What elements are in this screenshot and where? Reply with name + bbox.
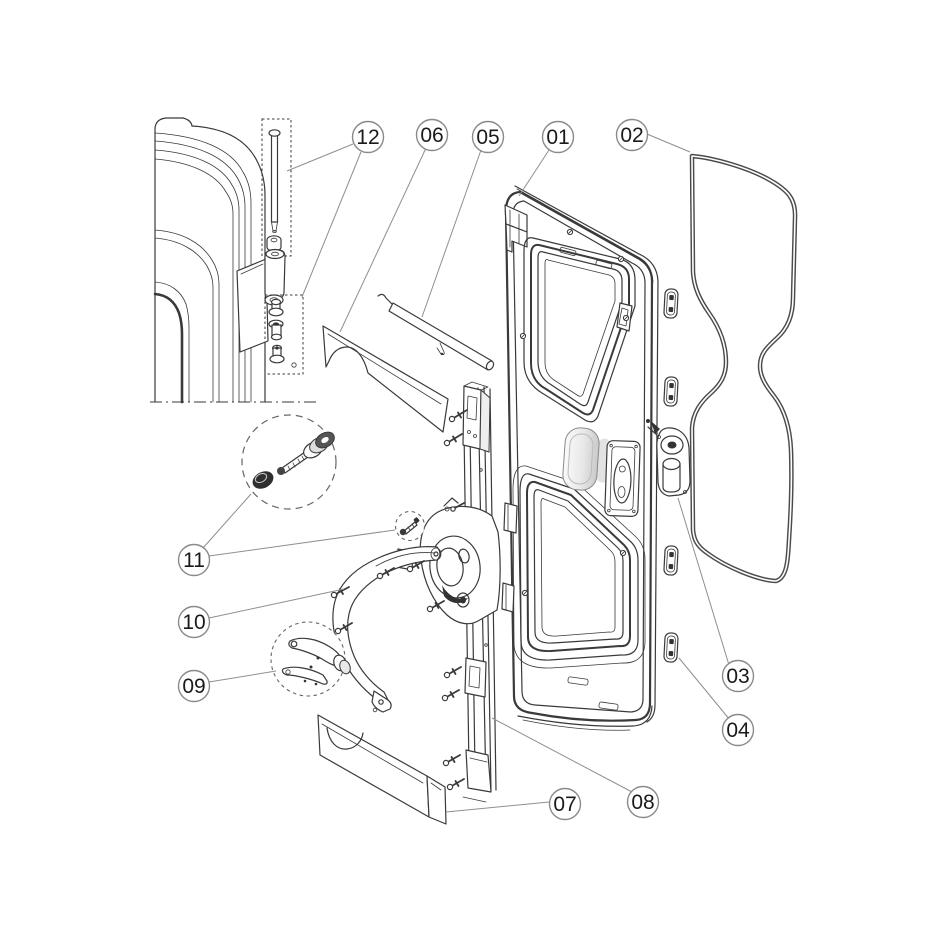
svg-text:09: 09 (182, 675, 205, 698)
interior-lock-panel (604, 440, 641, 517)
svg-text:01: 01 (546, 126, 569, 149)
svg-text:03: 03 (726, 665, 749, 688)
callout-09[interactable]: 09 (177, 669, 211, 703)
svg-text:04: 04 (726, 719, 750, 742)
lock-rail (462, 381, 497, 803)
callout-balloons: 12 06 05 01 02 11 10 09 03 04 07 08 (177, 118, 755, 821)
grab-handle (332, 546, 442, 713)
door-frame-corner-reference (150, 117, 318, 404)
svg-text:08: 08 (631, 791, 654, 814)
support-rod (377, 293, 495, 371)
callout-01[interactable]: 01 (541, 120, 575, 154)
callout-10[interactable]: 10 (177, 605, 211, 639)
callout-05[interactable]: 05 (471, 120, 505, 154)
screw-detail (394, 510, 426, 542)
fastener-kit (241, 414, 337, 510)
svg-text:11: 11 (183, 549, 205, 572)
upper-window-opening (523, 237, 636, 423)
svg-text:10: 10 (182, 611, 205, 634)
callout-07[interactable]: 07 (548, 787, 582, 821)
door-panel (501, 185, 659, 731)
callout-12[interactable]: 12 (351, 120, 385, 154)
door-seal (689, 153, 798, 584)
svg-text:07: 07 (553, 793, 576, 816)
leader-lines (202, 133, 731, 813)
hinge-blocks (663, 288, 679, 663)
svg-text:05: 05 (476, 126, 499, 149)
callout-06[interactable]: 06 (415, 118, 449, 152)
hinge-pin-kit (236, 118, 304, 375)
lower-trim (317, 714, 447, 825)
callout-11[interactable]: 11 (177, 543, 211, 577)
callout-03[interactable]: 03 (721, 659, 755, 693)
latch-lever-kit (270, 621, 351, 697)
mounting-screws (330, 409, 468, 791)
svg-text:06: 06 (420, 124, 443, 147)
svg-text:02: 02 (620, 124, 643, 147)
callout-04[interactable]: 04 (721, 713, 755, 747)
upper-trim (322, 325, 449, 433)
door-face-screws (519, 228, 630, 711)
svg-text:12: 12 (356, 126, 379, 149)
callout-08[interactable]: 08 (626, 785, 660, 819)
callout-02[interactable]: 02 (615, 118, 649, 152)
lock-assembly (646, 419, 691, 497)
latch-housing (396, 497, 501, 625)
